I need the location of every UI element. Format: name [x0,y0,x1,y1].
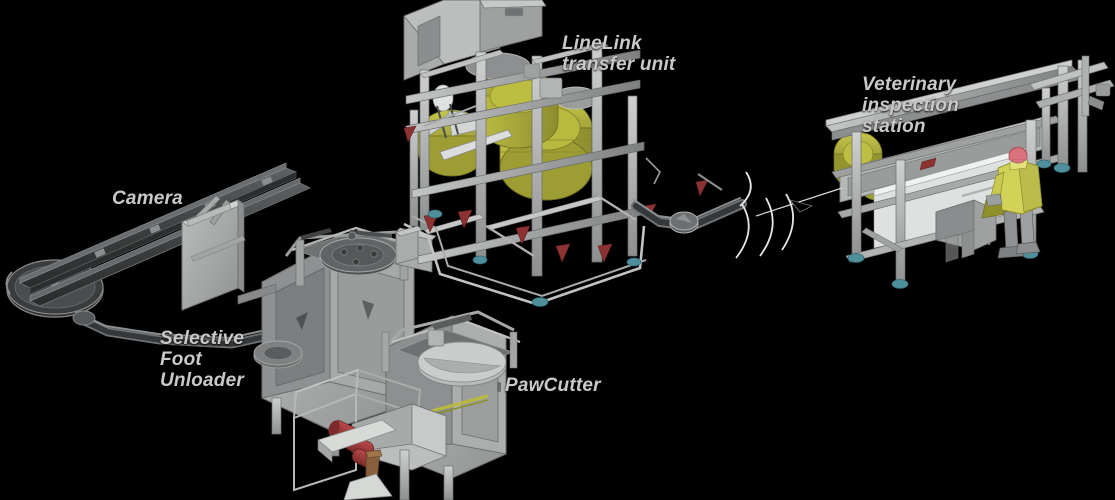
veterinary-inspection-station [755,55,1115,289]
camera-housing [181,195,246,311]
frame-feet [427,209,642,307]
worker-figure [985,146,1043,259]
label-camera: Camera [112,188,183,209]
camera-station [5,162,317,349]
label-veterinary-inspection-station: Veterinary inspection station [862,74,960,137]
label-linelink-transfer-unit: LineLink transfer unit [562,33,676,75]
vet-feet [847,159,1071,289]
break-lines [735,171,794,259]
mid-connecting-conveyor [631,157,747,234]
linelink-frame [405,41,647,277]
linelink-top-cabinets [403,0,547,81]
discharge-chute [343,449,393,500]
vet-top-gantry [1029,55,1115,117]
label-pawcutter: PawCutter [505,375,601,396]
vet-pointer-line [755,187,843,217]
label-selective-foot-unloader: Selective Foot Unloader [160,328,245,391]
vet-upper-beam [825,59,1079,141]
vet-under-machinery [935,180,1013,263]
pawcutter [293,310,521,500]
linelink-transfer-unit [395,0,709,307]
